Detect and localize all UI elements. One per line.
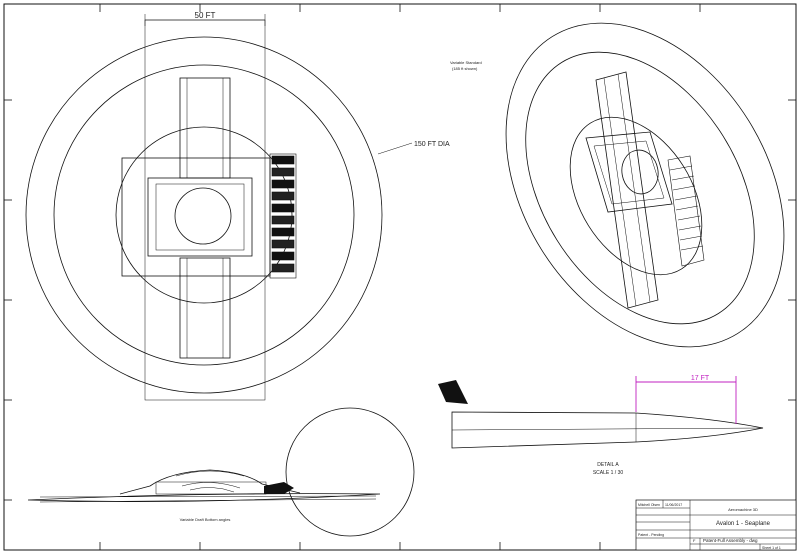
lower-pontoon [179,257,231,359]
iso-engine-bank [667,155,705,267]
side-engine [264,482,294,494]
tb-title: Avalon 1 - Seaplane [716,521,771,527]
detail-a-view: 17 FT DETAIL A SCALE 1 / 30 [438,375,764,476]
iso-note-line1: Variable Standard [450,60,482,65]
tb-date: 11/06/2017 [665,503,682,507]
hub-ring [115,126,293,304]
tb-company: Aeromachine 3D [728,507,758,512]
cockpit-dome [174,187,232,245]
detail-scale: SCALE 1 / 30 [593,470,624,476]
top-view: 50 FT 150 FT DIA [25,11,450,401]
detail-a-callout [285,407,415,537]
sheet-border [3,3,797,551]
tb-sheet: Sheet 1 of 1 [762,546,781,550]
zone-ticks [4,4,796,550]
tb-drawn-by: Mitchell Olsen [638,503,660,507]
detail-fin [438,380,468,404]
tb-status: Patent - Pending [638,533,664,537]
title-block: Aeromachine 3D Mitchell Olsen 11/06/2017… [635,499,797,551]
outer-disc [25,36,383,394]
iso-cockpit-dome [621,149,659,195]
upper-pontoon [179,77,231,179]
iso-note-line2: (185 ft shown) [452,66,478,71]
side-view: Variable Draft Bottom angles [27,407,415,537]
engine-bank [269,153,297,279]
side-view-caption: Variable Draft Bottom angles [180,517,231,522]
detail-label: DETAIL A [597,462,619,468]
tb-size: F [693,538,696,543]
isometric-view: Variable Standard (185 ft shown) [450,22,785,348]
inner-ring [53,64,355,366]
dim-height-label: 17 FT [691,375,710,382]
dim-width-label: 50 FT [195,11,216,20]
tb-part: Patent-Full Assembly - dwg [703,538,758,543]
dim-diameter-label: 150 FT DIA [414,141,450,148]
